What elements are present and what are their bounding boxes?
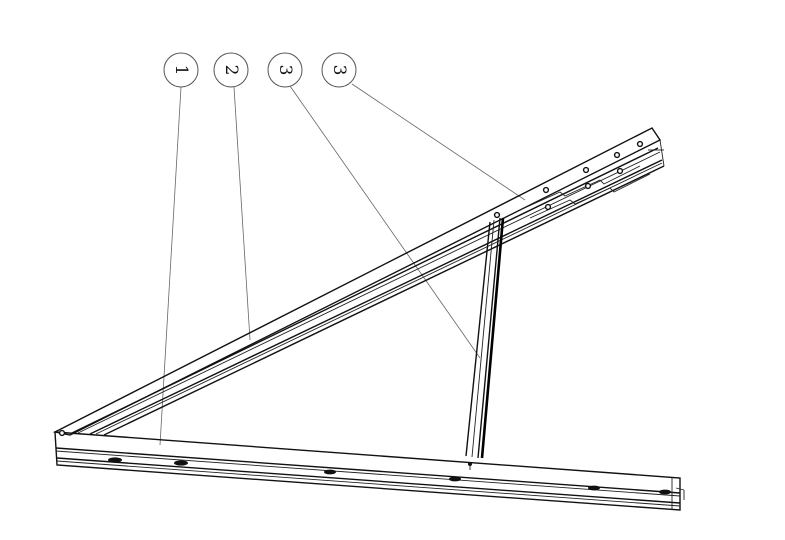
bolt-icon [613, 151, 621, 159]
callout-label: 1 [171, 65, 191, 76]
slot-hole [449, 476, 461, 482]
arrow-marker-icon [468, 462, 472, 470]
leader-line-2 [233, 86, 251, 341]
bolt-icon [58, 429, 66, 437]
callout-label: 2 [221, 65, 241, 76]
bolt-icon [493, 211, 501, 219]
leader-line-3b [351, 83, 526, 201]
slot-hole [659, 489, 671, 495]
callout-3b: 3 [321, 52, 357, 88]
vertical-support-leg [465, 217, 505, 459]
inclined-top-rail [52, 127, 665, 437]
leader-lines [159, 83, 526, 446]
slot-hole [588, 485, 600, 491]
slot-hole [108, 457, 122, 463]
bolt-icon [544, 203, 552, 211]
callout-3a: 3 [267, 52, 303, 88]
slot-hole [174, 460, 188, 466]
bolt-icon [616, 167, 624, 175]
leader-line-1 [159, 86, 182, 446]
bolt-icon [636, 140, 644, 148]
bolt-icon [542, 186, 550, 194]
bottom-base-rail [54, 431, 685, 511]
callout-label: 3 [329, 65, 349, 76]
callout-label: 3 [275, 65, 295, 76]
callout-2: 2 [213, 52, 249, 88]
bolt-icon [584, 182, 592, 190]
callout-1: 1 [163, 52, 199, 88]
leader-line-3a [289, 85, 481, 359]
bolt-icon [582, 166, 590, 174]
slot-hole [324, 469, 336, 475]
